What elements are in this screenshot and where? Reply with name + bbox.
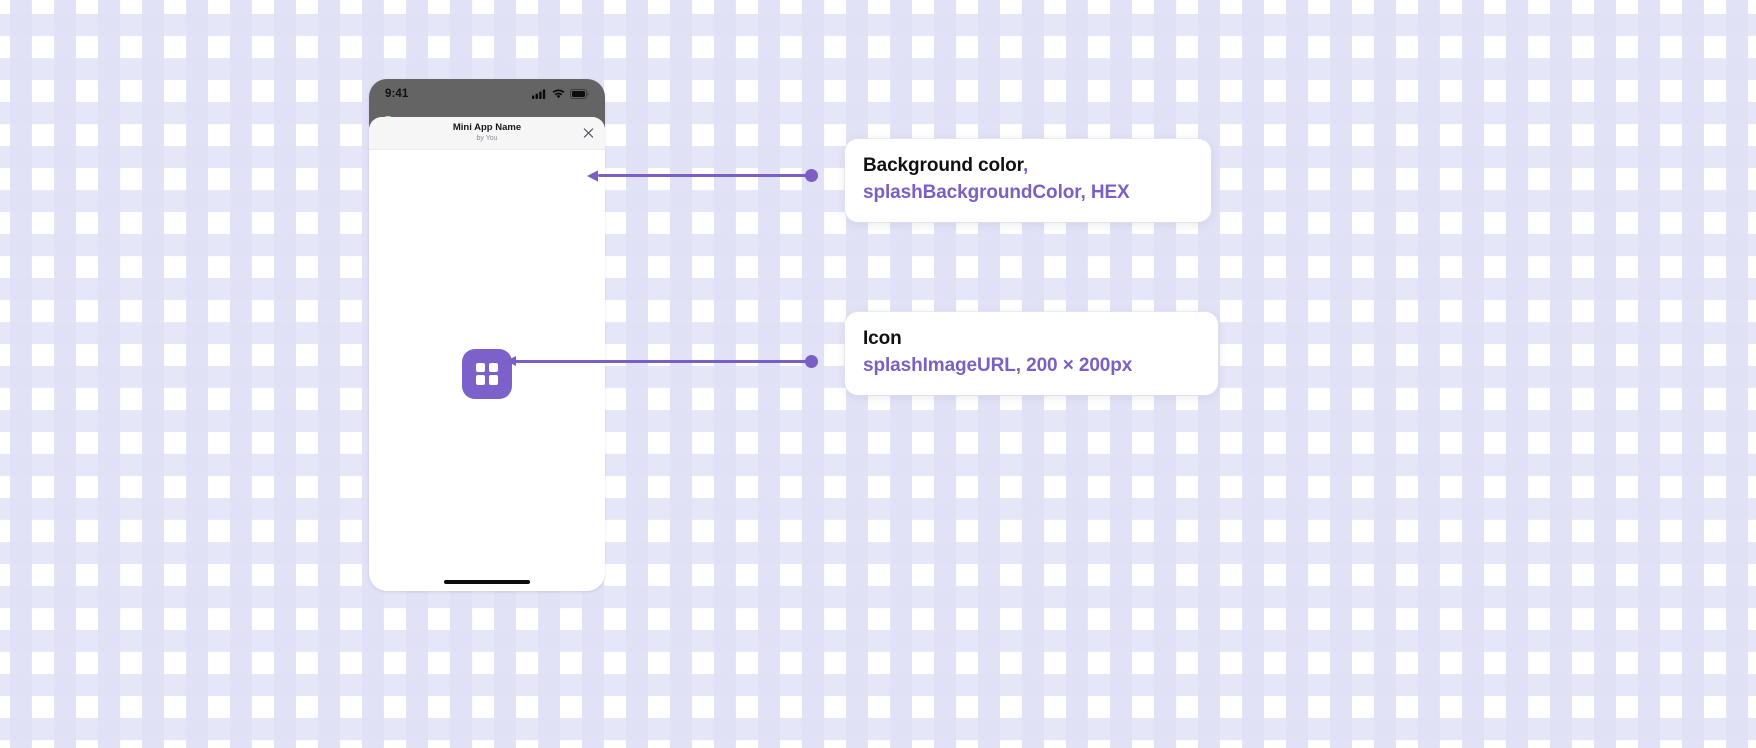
mini-app-title: Mini App Name	[452, 121, 522, 133]
app-icon-dot	[476, 362, 486, 372]
annotation-label: Icon	[863, 328, 902, 349]
connector-dot-icon	[805, 355, 818, 368]
splash-screen-body	[369, 150, 605, 591]
sheet-header: Mini App Name by You	[369, 117, 605, 150]
app-icon-dot	[488, 362, 498, 372]
connector-line-background-color	[598, 174, 812, 177]
close-icon[interactable]	[582, 127, 595, 140]
app-grid-icon	[462, 348, 512, 399]
annotation-token: splashBackgroundColor, HEX	[863, 181, 1130, 203]
annotation-card-background-color: Background color, splashBackgroundColor,…	[845, 139, 1211, 223]
status-bar-icons	[532, 89, 589, 99]
wifi-icon	[552, 89, 565, 99]
phone-mockup: 9:41	[369, 79, 605, 591]
app-icon-dot	[476, 375, 486, 385]
annotation-label: Background color,	[863, 155, 1029, 176]
arrowhead-left-icon-2	[506, 356, 516, 366]
annotation-token: splashImageURL, 200 × 200px	[863, 354, 1133, 376]
mini-app-sheet: Mini App Name by You	[369, 117, 605, 591]
app-icon-dot	[488, 375, 498, 385]
annotation-card-icon: Icon splashImageURL, 200 × 200px	[845, 312, 1218, 396]
cellular-signal-icon	[532, 89, 546, 99]
battery-icon	[570, 89, 589, 99]
arrowhead-left-icon	[587, 170, 598, 182]
mini-app-author: by You	[476, 134, 498, 142]
home-indicator	[444, 580, 530, 584]
connector-dot-background-color	[805, 169, 818, 182]
connector-line-icon	[513, 360, 812, 363]
status-bar-time: 9:41	[385, 88, 409, 100]
status-bar: 9:41	[369, 79, 605, 109]
